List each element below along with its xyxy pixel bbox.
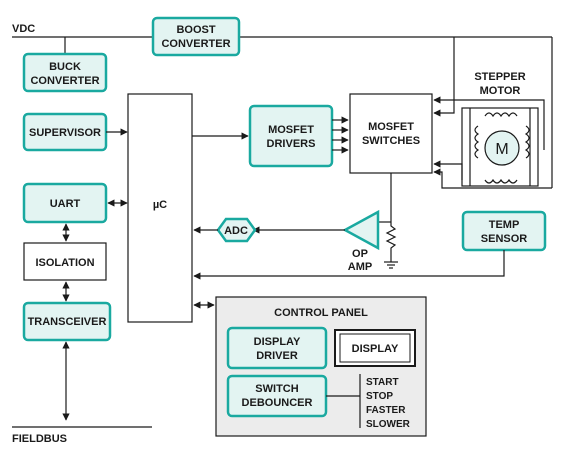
switch-debouncer-block — [226, 374, 328, 418]
fieldbus-label: FIELDBUS — [12, 433, 67, 445]
op-amp-symbol — [342, 209, 380, 251]
temp-uc-link — [193, 250, 505, 280]
temp-sensor-label-1: TEMP — [489, 219, 520, 231]
motor-coil-bottom — [484, 178, 518, 184]
microcontroller-block — [127, 93, 193, 323]
mosfet-drivers-label-2: DRIVERS — [267, 138, 316, 150]
switch-slower: SLOWER — [366, 419, 411, 430]
control-panel-title: CONTROL PANEL — [274, 307, 368, 319]
motor-coil-top — [484, 112, 518, 118]
boost-converter-label-1: BOOST — [176, 24, 215, 36]
buck-converter-block — [22, 52, 108, 93]
phase-wire-4 — [433, 168, 552, 189]
switch-start: START — [366, 377, 399, 388]
display-driver-label-2: DRIVER — [256, 350, 298, 362]
switch-faster: FASTER — [366, 405, 406, 416]
motor-coil-right — [524, 125, 530, 159]
stepper-motor-symbol: M — [461, 107, 539, 187]
stepper-motor-label-1: STEPPER — [474, 71, 525, 83]
buck-converter-label-2: CONVERTER — [30, 75, 99, 87]
uart-label: UART — [50, 198, 81, 210]
mosfet-switches-label-2: SWITCHES — [362, 135, 420, 147]
supervisor-label: SUPERVISOR — [29, 127, 101, 139]
motor-coil-left — [474, 125, 480, 159]
motor-rotor-label: M — [495, 141, 508, 158]
microcontroller-label: µC — [153, 199, 167, 211]
boost-converter-block — [151, 16, 241, 57]
op-amp-label-1: OP — [352, 248, 368, 260]
switch-debouncer-label-1: SWITCH — [255, 383, 298, 395]
mosfet-drivers-block — [248, 104, 334, 168]
vdc-label: VDC — [12, 23, 35, 35]
stepper-motor-label-2: MOTOR — [480, 85, 521, 97]
adc-label: ADC — [224, 225, 248, 237]
sense-resistor — [385, 222, 397, 257]
display-driver-label-1: DISPLAY — [254, 336, 301, 348]
isolation-label: ISOLATION — [35, 257, 94, 269]
mosfet-switches-label-1: MOSFET — [368, 121, 414, 133]
motor-rotor — [484, 130, 520, 166]
transceiver-block — [22, 301, 112, 342]
uart-block — [22, 182, 108, 224]
switch-stop: STOP — [366, 391, 393, 402]
switch-debouncer-label-2: DEBOUNCER — [242, 397, 313, 409]
transceiver-label: TRANSCEIVER — [28, 316, 107, 328]
mosfet-drivers-label-1: MOSFET — [268, 124, 314, 136]
display-bezel — [339, 333, 411, 363]
phase-wire-2 — [433, 109, 455, 117]
display-driver-block — [226, 326, 328, 370]
phase-wire-1 — [433, 96, 545, 150]
temp-sensor-label-2: SENSOR — [481, 233, 528, 245]
mosfet-switches-block — [349, 93, 433, 174]
boost-converter-label-2: CONVERTER — [161, 38, 230, 50]
isolation-block — [23, 242, 107, 281]
op-amp-label-2: AMP — [348, 261, 372, 273]
display-label: DISPLAY — [352, 343, 399, 355]
buck-converter-label-1: BUCK — [49, 61, 81, 73]
